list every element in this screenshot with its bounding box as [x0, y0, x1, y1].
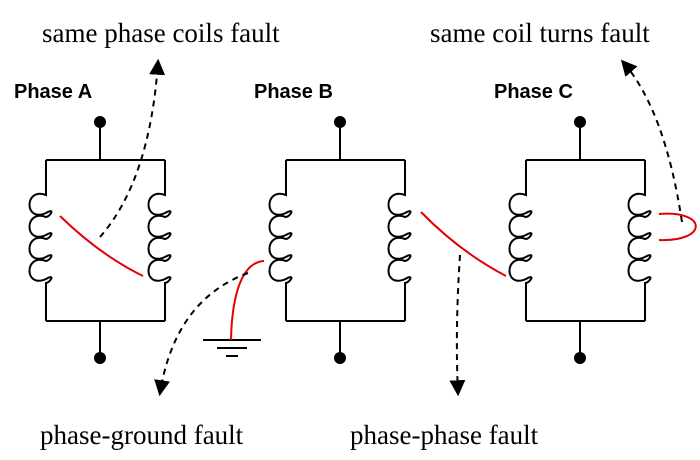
same-phase-coils-arrow-icon — [99, 58, 166, 238]
coil-icon — [28, 160, 53, 321]
phase-ground-arrow-icon — [154, 272, 249, 397]
coil-icon — [508, 160, 533, 321]
phase-phase-fault-wire — [420, 211, 507, 277]
same-coil-turns-fault-label: same coil turns fault — [430, 18, 650, 48]
phase-a-top-terminal-icon — [94, 116, 106, 128]
phase-c-winding — [508, 122, 652, 358]
same-coil-turns-fault-wire — [658, 212, 697, 242]
coil-icon — [627, 160, 652, 321]
phase-a-bottom-terminal-icon — [94, 352, 106, 364]
same-coil-turns-arrow-icon — [620, 59, 683, 223]
phase-b-bottom-terminal-icon — [334, 352, 346, 364]
phase-c-top-terminal-icon — [574, 116, 586, 128]
phase-b-winding — [268, 122, 412, 358]
phase-a-label: Phase A — [14, 81, 92, 103]
same-phase-coils-fault-label: same phase coils fault — [42, 18, 280, 48]
phase-b-label: Phase B — [254, 81, 333, 103]
coil-icon — [268, 160, 293, 321]
phase-phase-arrow-icon — [449, 254, 466, 397]
phase-units — [28, 116, 652, 364]
phase-a-winding — [28, 122, 172, 358]
phase-c-bottom-terminal-icon — [574, 352, 586, 364]
phase-ground-fault-wire — [230, 260, 265, 341]
coil-icon — [387, 160, 412, 321]
phase-c-label: Phase C — [494, 81, 573, 103]
ground-icon — [203, 339, 261, 357]
coil-icon — [147, 160, 172, 321]
same-phase-coils-fault-wire — [59, 215, 144, 277]
phase-phase-fault-label: phase-phase fault — [350, 420, 539, 450]
phase-b-top-terminal-icon — [334, 116, 346, 128]
phase-ground-fault-label: phase-ground fault — [40, 420, 244, 450]
